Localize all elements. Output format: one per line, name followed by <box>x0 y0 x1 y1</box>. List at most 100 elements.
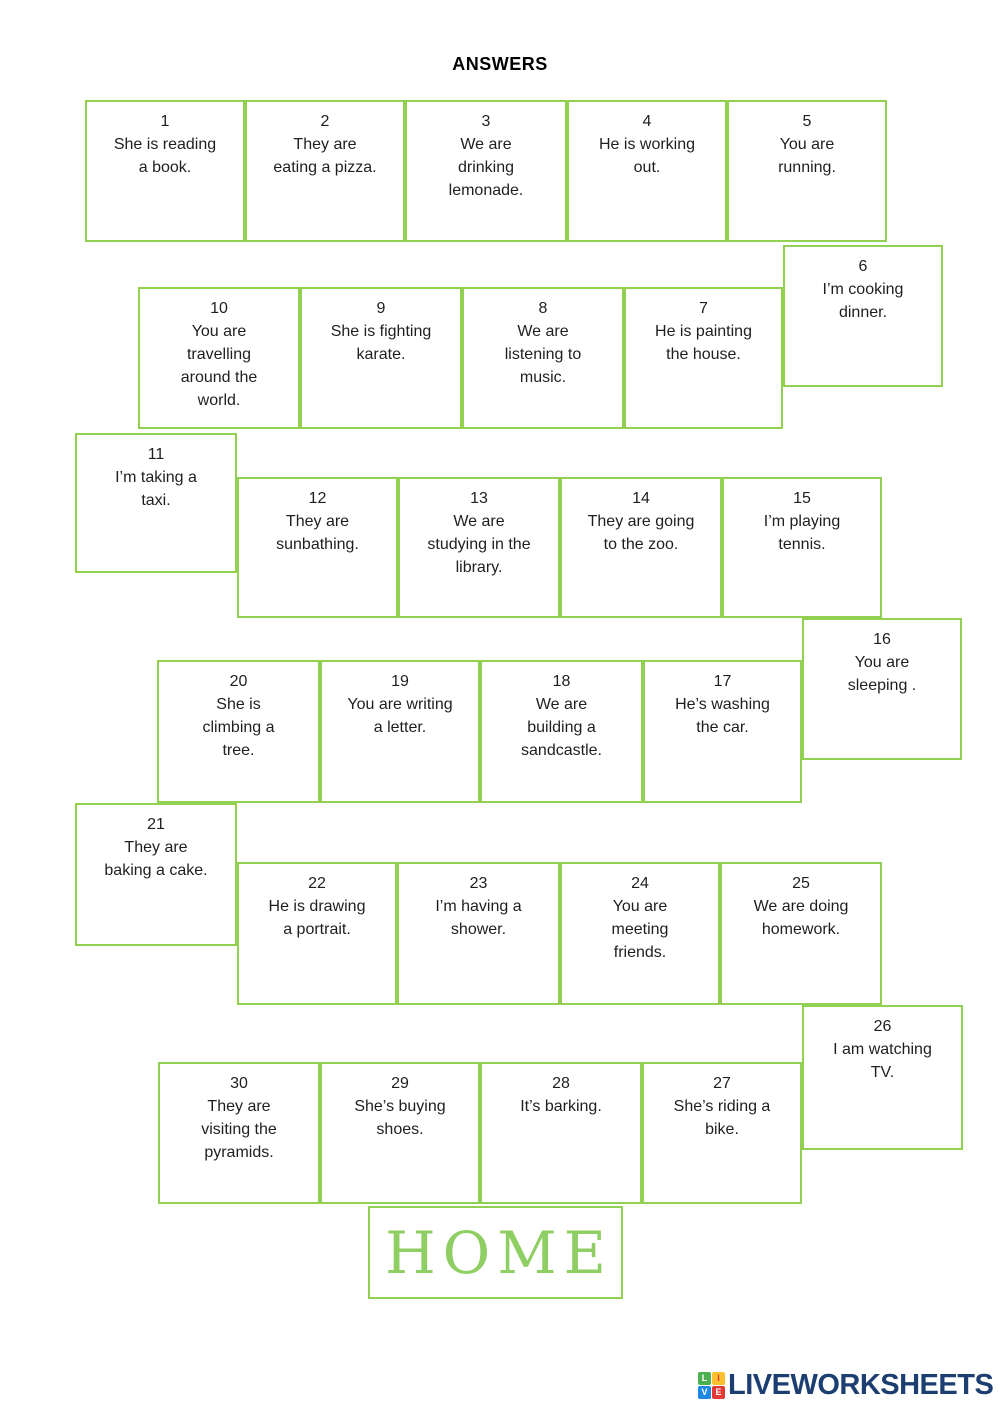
answer-text: She’s riding a bike. <box>673 1098 771 1138</box>
answer-cell-21: 21 They are baking a cake. <box>75 803 237 946</box>
answer-number: 26 <box>873 1018 892 1035</box>
answer-text: She’s buying shoes. <box>354 1098 446 1138</box>
answer-cell-17: 17 He’s washing the car. <box>643 660 802 803</box>
answer-number: 17 <box>713 673 732 690</box>
answer-number: 21 <box>147 816 165 833</box>
answer-text: You are travelling around the world. <box>180 323 258 409</box>
answer-cell-4: 4 He is working out. <box>567 100 727 242</box>
answer-cell-19: 19 You are writing a letter. <box>320 660 480 803</box>
answer-cell-1: 1 She is reading a book. <box>85 100 245 242</box>
answer-text: She is reading a book. <box>113 136 217 176</box>
logo-letter-v: V <box>698 1385 711 1399</box>
answer-text: I’m playing tennis. <box>763 513 841 553</box>
answer-number: 25 <box>792 875 810 892</box>
answer-number: 16 <box>873 631 891 648</box>
answer-text: It’s barking. <box>520 1098 602 1115</box>
answer-cell-9: 9 She is fighting karate. <box>300 287 462 429</box>
answer-number: 18 <box>552 673 571 690</box>
answer-text: You are sleeping . <box>847 654 917 694</box>
answer-number: 8 <box>538 300 548 317</box>
answer-number: 19 <box>391 673 409 690</box>
answer-cell-27: 27 She’s riding a bike. <box>642 1062 802 1204</box>
answer-cell-24: 24 You are meeting friends. <box>560 862 720 1005</box>
answer-text: We are drinking lemonade. <box>448 136 524 199</box>
answer-cell-30: 30 They are visiting the pyramids. <box>158 1062 320 1204</box>
answer-text: You are writing a letter. <box>347 696 453 736</box>
answer-cell-7: 7 He is painting the house. <box>624 287 783 429</box>
brand-text: LIVEWORKSHEETS <box>728 1368 994 1401</box>
answer-text: He’s washing the car. <box>675 696 770 736</box>
answer-cell-23: 23 I’m having a shower. <box>397 862 560 1005</box>
answer-text: She is climbing a tree. <box>202 696 275 759</box>
home-label: HOME <box>385 1218 613 1287</box>
answer-cell-16: 16 You are sleeping . <box>802 618 962 760</box>
answer-text: He is drawing a portrait. <box>268 898 366 938</box>
page-title: ANSWERS <box>452 54 548 74</box>
answer-text: They are eating a pizza. <box>273 136 377 176</box>
answer-text: They are sunbathing. <box>276 513 359 553</box>
answer-number: 23 <box>469 875 488 892</box>
answer-cell-3: 3 We are drinking lemonade. <box>405 100 567 242</box>
answer-cell-8: 8 We are listening to music. <box>462 287 624 429</box>
answer-text: I am watching TV. <box>833 1041 932 1081</box>
logo-letter-l: L <box>698 1371 711 1385</box>
answer-number: 12 <box>308 490 327 507</box>
answer-number: 22 <box>308 875 326 892</box>
logo-letter-e: E <box>712 1385 725 1399</box>
answer-cell-25: 25 We are doing homework. <box>720 862 882 1005</box>
answer-text: We are building a sandcastle. <box>521 696 602 759</box>
answer-text: I’m having a shower. <box>435 898 522 938</box>
answer-number: 4 <box>642 113 652 130</box>
answer-text: I’m taking a taxi. <box>115 469 197 509</box>
answer-number: 15 <box>793 490 811 507</box>
answer-number: 7 <box>699 300 708 317</box>
answer-cell-20: 20 She is climbing a tree. <box>157 660 320 803</box>
answer-cell-2: 2 They are eating a pizza. <box>245 100 405 242</box>
answer-number: 27 <box>713 1075 731 1092</box>
answer-text: We are listening to music. <box>504 323 582 386</box>
answer-text: They are going to the zoo. <box>587 513 695 553</box>
answer-text: He is working out. <box>598 136 696 176</box>
answer-number: 5 <box>802 113 812 130</box>
answer-text: We are studying in the library. <box>427 513 531 576</box>
answer-number: 29 <box>391 1075 409 1092</box>
answer-number: 9 <box>376 300 386 317</box>
logo-letter-i: I <box>712 1371 725 1385</box>
answer-text: She is fighting karate. <box>330 323 432 363</box>
answer-cell-29: 29 She’s buying shoes. <box>320 1062 480 1204</box>
answer-cell-18: 18 We are building a sandcastle. <box>480 660 643 803</box>
answer-text: You are running. <box>778 136 836 176</box>
answer-text: You are meeting friends. <box>611 898 669 961</box>
answer-number: 2 <box>320 113 330 130</box>
answer-text: They are visiting the pyramids. <box>201 1098 277 1161</box>
answer-cell-13: 13 We are studying in the library. <box>398 477 560 618</box>
answer-cell-14: 14 They are going to the zoo. <box>560 477 722 618</box>
answer-cell-5: 5 You are running. <box>727 100 887 242</box>
answer-number: 14 <box>632 490 650 507</box>
answer-number: 11 <box>147 446 165 463</box>
answer-cell-28: 28 It’s barking. <box>480 1062 642 1204</box>
answer-number: 28 <box>552 1075 570 1092</box>
answer-text: We are doing homework. <box>753 898 849 938</box>
answer-number: 13 <box>470 490 488 507</box>
answer-cell-22: 22 He is drawing a portrait. <box>237 862 397 1005</box>
answer-number: 3 <box>481 113 491 130</box>
answer-text: He is painting the house. <box>655 323 752 363</box>
answer-number: 1 <box>160 113 170 130</box>
answer-cell-26: 26 I am watching TV. <box>802 1005 963 1150</box>
home-cell: HOME <box>368 1206 623 1299</box>
answer-cell-12: 12 They are sunbathing. <box>237 477 398 618</box>
answer-number: 24 <box>631 875 649 892</box>
answer-cell-10: 10 You are travelling around the world. <box>138 287 300 429</box>
answer-text: I’m cooking dinner. <box>822 281 904 321</box>
answer-text: They are baking a cake. <box>104 839 208 879</box>
answer-number: 30 <box>230 1075 248 1092</box>
answer-cell-15: 15 I’m playing tennis. <box>722 477 882 618</box>
answer-number: 6 <box>858 258 868 275</box>
answer-number: 10 <box>210 300 228 317</box>
answer-cell-6: 6 I’m cooking dinner. <box>783 245 943 387</box>
answer-cell-11: 11 I’m taking a taxi. <box>75 433 237 573</box>
